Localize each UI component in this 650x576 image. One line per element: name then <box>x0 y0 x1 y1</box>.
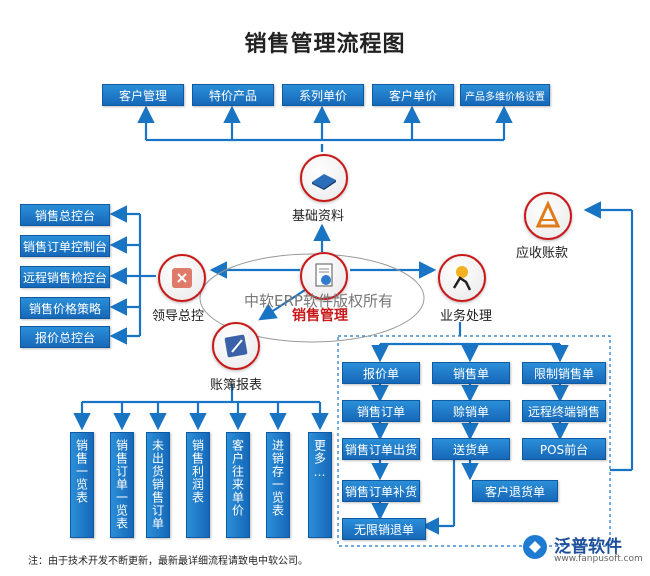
vbox-customer-price-history[interactable]: 客户往来单价 <box>226 432 250 538</box>
receivable-icon[interactable] <box>524 192 572 240</box>
box-customer-price[interactable]: 客户单价 <box>372 84 454 106</box>
node-label-center: 销售管理 <box>292 308 348 324</box>
box-remote-terminal-sales[interactable]: 远程终端销售 <box>522 400 606 422</box>
box-quotation[interactable]: 报价单 <box>342 362 420 384</box>
box-customer-return[interactable]: 客户退货单 <box>472 480 558 502</box>
brand-logo-icon <box>523 535 547 559</box>
vbox-profit-report[interactable]: 销售利润表 <box>186 432 210 538</box>
box-customer-management[interactable]: 客户管理 <box>102 84 184 106</box>
box-order-replenish[interactable]: 销售订单补货 <box>342 480 420 502</box>
sales-management-icon[interactable] <box>300 252 348 300</box>
box-remote-inspection-desk[interactable]: 远程销售检控台 <box>20 266 110 288</box>
box-credit-sale[interactable]: 赊销单 <box>432 400 510 422</box>
box-sales-control-desk[interactable]: 销售总控台 <box>20 204 110 226</box>
brand-name: 泛普软件 <box>554 537 622 557</box>
brand-url: www.fanpusoft.com <box>554 554 643 564</box>
footer-note: 注：由于技术开发不断更新，最新最详细流程请致电中软公司。 <box>28 556 308 567</box>
box-multi-price-settings[interactable]: 产品多维价格设置 <box>460 84 550 106</box>
box-delivery-note[interactable]: 送货单 <box>432 438 510 460</box>
page-title: 销售管理流程图 <box>244 32 406 57</box>
watermark-text: 中软ERP软件版权所有 <box>244 292 393 310</box>
vbox-more[interactable]: 更多… <box>308 432 332 538</box>
box-unlimited-return[interactable]: 无限销退单 <box>342 518 426 540</box>
box-pos-frontend[interactable]: POS前台 <box>522 438 606 460</box>
node-label-books: 账簿报表 <box>210 378 263 393</box>
node-label-receivable: 应收账款 <box>516 246 569 261</box>
node-label-base: 基础资料 <box>292 209 345 224</box>
box-quote-control-desk[interactable]: 报价总控台 <box>20 326 110 348</box>
base-data-icon[interactable] <box>300 154 348 202</box>
box-sales-slip[interactable]: 销售单 <box>432 362 510 384</box>
node-label-business: 业务处理 <box>440 309 493 324</box>
vbox-order-list[interactable]: 销售订单一览表 <box>110 432 134 538</box>
leader-control-icon[interactable] <box>158 254 206 302</box>
box-sales-order[interactable]: 销售订单 <box>342 400 420 422</box>
vbox-unshipped-orders[interactable]: 未出货销售订单 <box>146 432 170 538</box>
brand-logo: 泛普软件 www.fanpusoft.com <box>520 530 644 570</box>
box-order-shipment[interactable]: 销售订单出货 <box>342 438 420 460</box>
box-restricted-sales[interactable]: 限制销售单 <box>522 362 606 384</box>
vbox-sales-list[interactable]: 销售一览表 <box>70 432 94 538</box>
box-price-strategy[interactable]: 销售价格策略 <box>20 297 110 319</box>
business-processing-icon[interactable] <box>438 254 486 302</box>
account-books-icon[interactable] <box>212 322 260 370</box>
box-order-control-desk[interactable]: 销售订单控制台 <box>20 235 110 257</box>
node-label-leader: 领导总控 <box>152 309 205 324</box>
box-special-products[interactable]: 特价产品 <box>192 84 274 106</box>
box-series-price[interactable]: 系列单价 <box>282 84 364 106</box>
vbox-inventory-list[interactable]: 进销存一览表 <box>266 432 290 538</box>
